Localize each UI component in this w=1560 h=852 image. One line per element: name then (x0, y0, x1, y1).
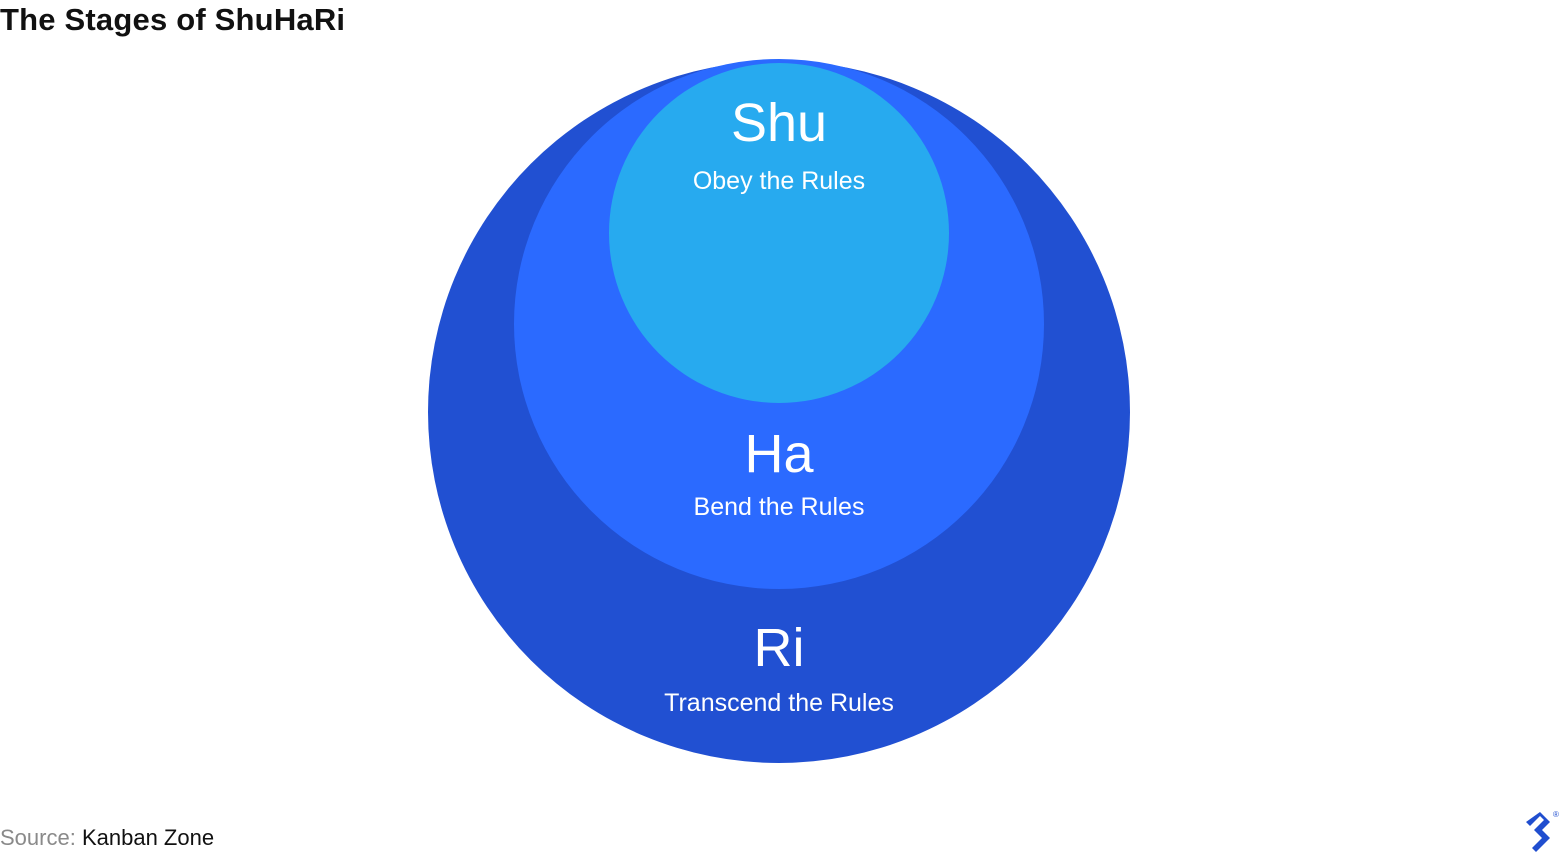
stage-ha-name: Ha (744, 424, 814, 484)
stage-shu-circle (609, 63, 949, 403)
stage-shu-description: Obey the Rules (693, 167, 865, 195)
registered-mark: ® (1553, 810, 1559, 819)
stage-shu (609, 63, 949, 403)
source-credit: Source: Kanban Zone (0, 824, 214, 852)
stage-ri-description: Transcend the Rules (664, 689, 894, 717)
toptal-logo-icon: ® (1526, 810, 1559, 852)
stage-ri-name: Ri (754, 618, 805, 678)
source-value: Kanban Zone (81, 825, 215, 850)
diagram-title: The Stages of ShuHaRi (0, 2, 346, 37)
stage-ha-description: Bend the Rules (694, 493, 865, 521)
source-label: Source: (0, 825, 76, 850)
stage-shu-name: Shu (731, 93, 827, 153)
